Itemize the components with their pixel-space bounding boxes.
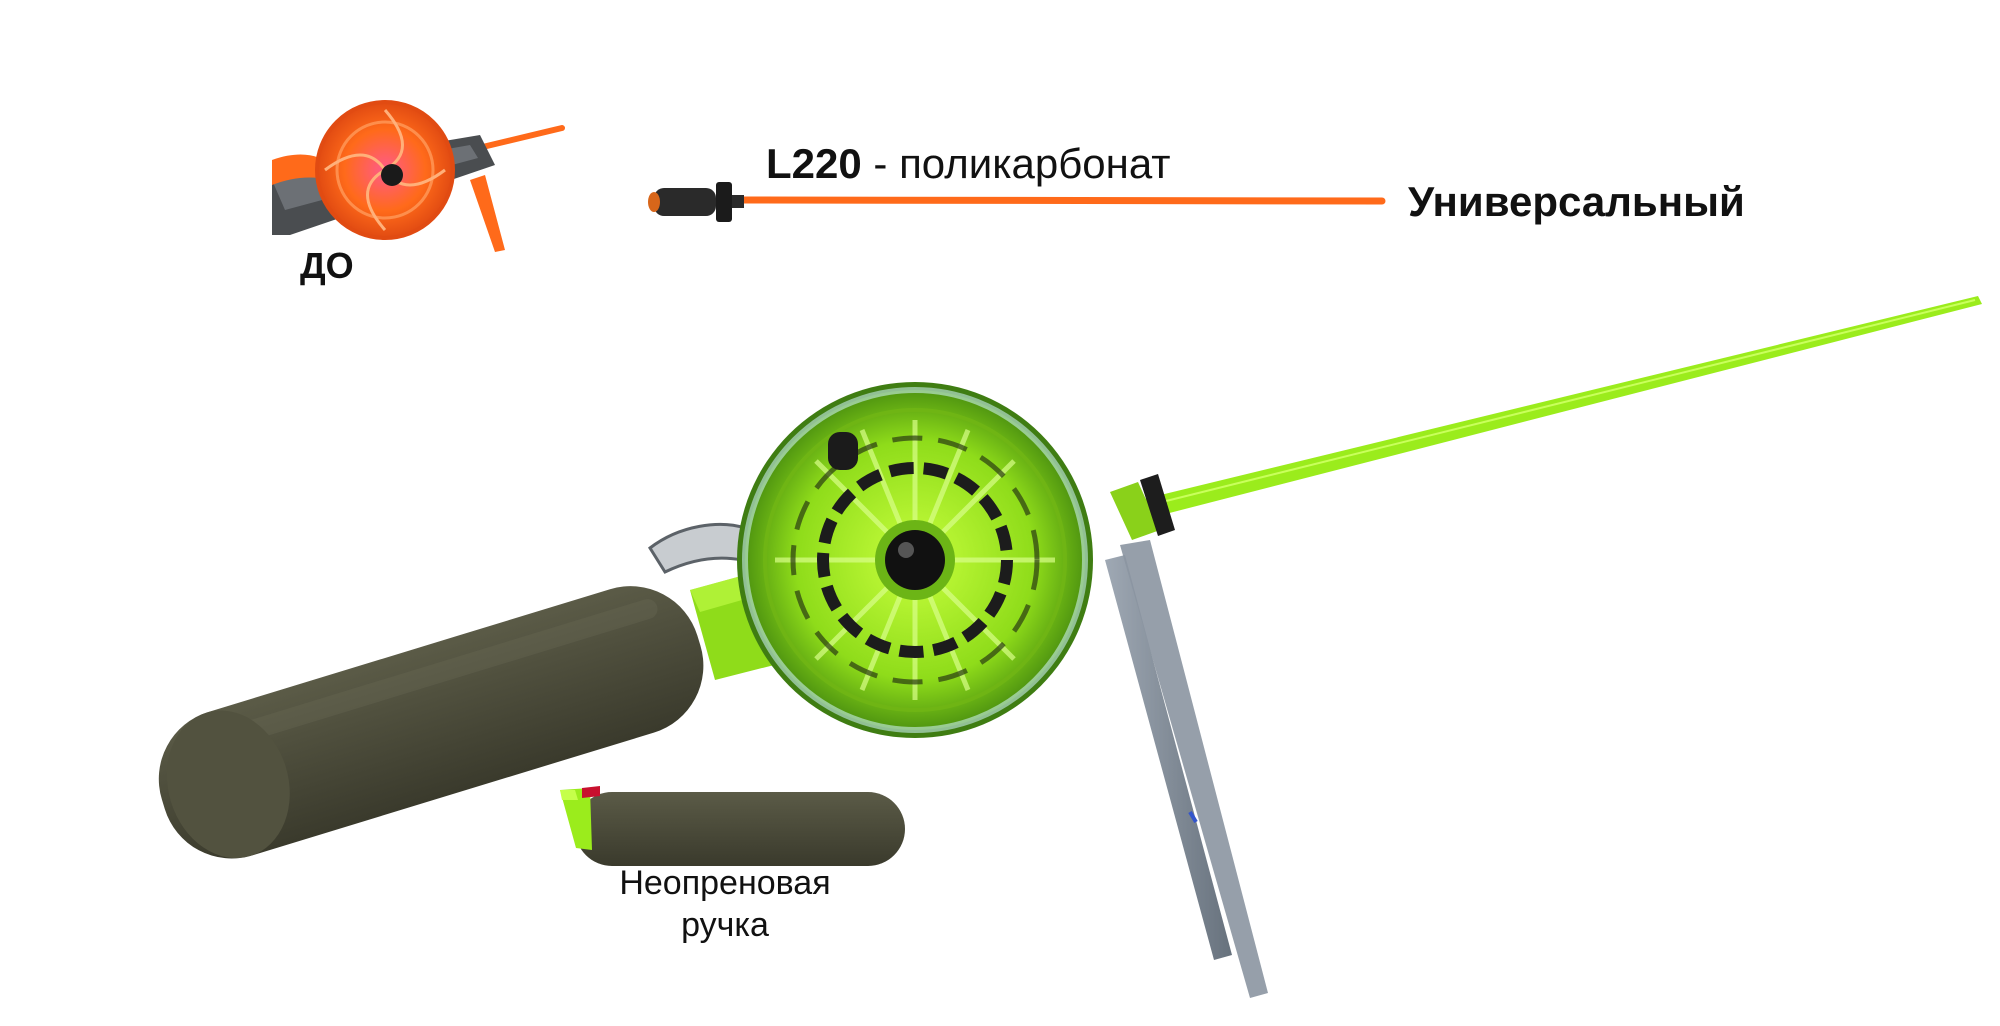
model-code: L220 xyxy=(766,140,862,187)
model-caption: L220 - поликарбонат xyxy=(766,140,1171,188)
orange-reel-icon xyxy=(272,100,565,252)
orange-rod-tip-icon xyxy=(648,182,1386,222)
model-separator: - xyxy=(861,140,900,187)
handle-caption-line1: Неопреновая xyxy=(619,864,831,902)
type-label: Универсальный xyxy=(1408,178,1745,225)
handle-caption-line2: ручка xyxy=(681,906,769,944)
model-material: поликарбонат xyxy=(899,140,1171,187)
green-ice-fishing-rod-icon xyxy=(158,296,1982,998)
before-label: ДО xyxy=(300,245,354,286)
handle-caption: Неопреновая ручка xyxy=(600,862,850,946)
neoprene-handle-icon xyxy=(560,786,905,866)
